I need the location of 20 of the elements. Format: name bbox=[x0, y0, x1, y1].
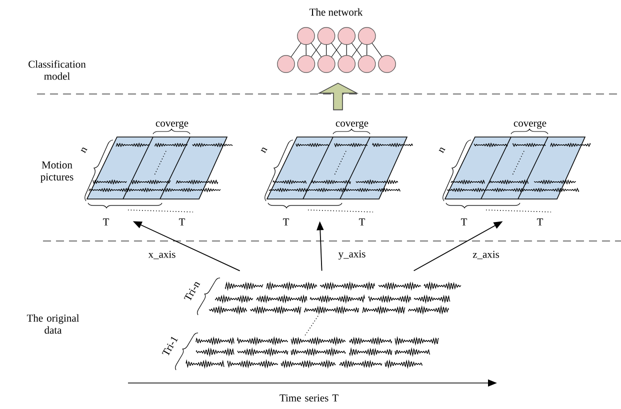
edge-label: z_axis bbox=[472, 250, 500, 260]
t-label: T bbox=[179, 218, 186, 226]
n-label: n bbox=[260, 148, 268, 154]
edge-label: x_axis bbox=[147, 250, 177, 260]
network-title: The network bbox=[310, 8, 363, 16]
coverge-label: coverge bbox=[514, 121, 546, 129]
n-label: n bbox=[438, 148, 446, 154]
coverge-label: coverge bbox=[336, 121, 368, 129]
t-label: T bbox=[103, 218, 110, 226]
t-label: T bbox=[536, 218, 544, 226]
block-arrow bbox=[317, 82, 359, 110]
edge-label: y_axis bbox=[337, 249, 367, 261]
coverge-label: coverge bbox=[156, 121, 188, 129]
t-label: T bbox=[282, 218, 290, 226]
t-label: T bbox=[358, 218, 366, 226]
axis-label: Time series T bbox=[280, 394, 338, 402]
n-label: n bbox=[80, 148, 88, 154]
layer-label: Classification model bbox=[28, 60, 86, 80]
t-label: T bbox=[460, 218, 468, 226]
layer-label: The original data bbox=[26, 314, 80, 334]
